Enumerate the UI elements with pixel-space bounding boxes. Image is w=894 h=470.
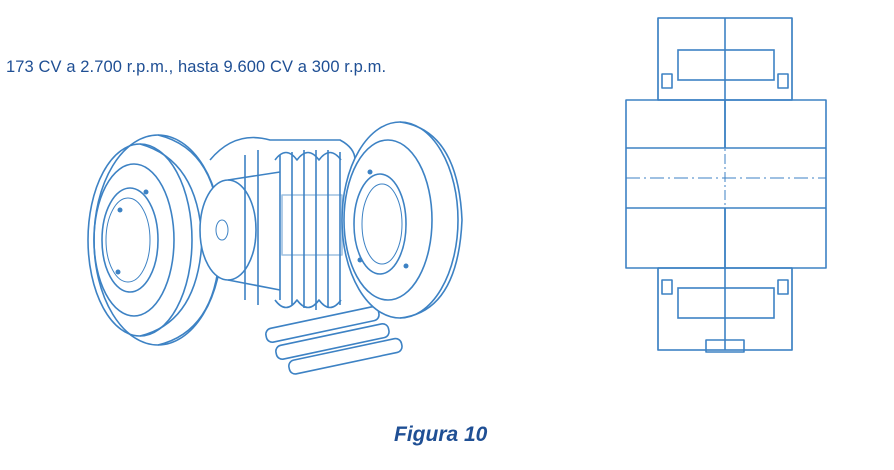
right-flange [341,121,463,319]
loose-grid-segments [265,305,403,375]
left-flange [87,134,223,346]
figure-caption: Figura 10 [394,423,488,446]
spec-text: 173 CV a 2.700 r.p.m., hasta 9.600 CV a … [6,58,387,76]
center-hub [199,171,281,291]
grid-spring [209,136,356,310]
coupling-cross-section [625,17,827,353]
exploded-coupling-illustration [87,121,463,375]
